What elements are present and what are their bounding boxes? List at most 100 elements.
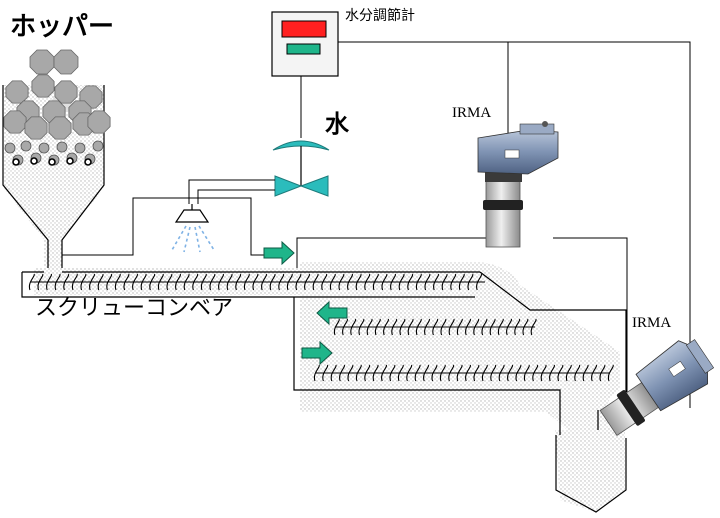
screw-flight-lower: [599, 364, 606, 382]
screw-flight-middle: [350, 318, 357, 336]
screw-flight-lower: [523, 364, 530, 382]
screw-flight-upper: [381, 273, 388, 291]
screw-flight-lower: [549, 364, 556, 382]
screw-flight-upper: [398, 273, 405, 291]
screw-flight-middle: [391, 318, 398, 336]
screw-flight-lower: [456, 364, 463, 382]
screw-flight-upper: [450, 273, 457, 291]
screw-flight-middle: [497, 318, 504, 336]
screw-flight-upper: [261, 273, 268, 291]
screw-flight-lower: [322, 364, 329, 382]
screw-flight-lower: [540, 364, 547, 382]
pebble: [56, 141, 68, 153]
pebble: [92, 140, 104, 152]
screw-flight-upper: [175, 273, 182, 291]
stone: [24, 116, 48, 140]
granule: [48, 158, 56, 166]
pebble: [4, 142, 16, 154]
screw-flight-upper: [106, 273, 113, 291]
screw-flight-upper: [46, 273, 53, 291]
screw-flight-upper: [123, 273, 130, 291]
screw-flight-upper: [243, 273, 250, 291]
screw-flight-upper: [278, 273, 285, 291]
screw-flight-upper: [329, 273, 336, 291]
screw-flight-lower: [582, 364, 589, 382]
screw-flight-lower: [414, 364, 421, 382]
screw-flight-middle: [374, 318, 381, 336]
screw-flight-upper: [286, 273, 293, 291]
screw-flight-lower: [481, 364, 488, 382]
screw-flight-lower: [313, 364, 320, 382]
screw-flight-lower: [515, 364, 522, 382]
screw-flight-middle: [522, 318, 529, 336]
screw-flight-lower: [591, 364, 598, 382]
screw-flight-lower: [339, 364, 346, 382]
screw-conveyor-label: スクリューコンベア: [35, 296, 234, 321]
stone: [31, 74, 55, 98]
granule: [84, 158, 92, 166]
spray-hood: [62, 197, 279, 256]
screw-flight-upper: [226, 273, 233, 291]
signal-lines: [300, 41, 691, 408]
moisture-meter: [271, 11, 339, 77]
screw-flight-middle: [473, 318, 480, 336]
screw-flight-lower: [397, 364, 404, 382]
screw-flight-lower: [389, 364, 396, 382]
screw-flight-lower: [406, 364, 413, 382]
screw-flight-upper: [252, 273, 259, 291]
screw-flight-lower: [607, 364, 614, 382]
screw-flight-middle: [383, 318, 390, 336]
screw-flight-upper: [235, 273, 242, 291]
irma-top-label: IRMA: [452, 105, 492, 121]
pebble: [20, 140, 32, 152]
screw-flight-upper: [200, 273, 207, 291]
screw-flight-upper: [132, 273, 139, 291]
screw-flight-lower: [372, 364, 379, 382]
screw-flight-upper: [269, 273, 276, 291]
screw-flight-upper: [355, 273, 362, 291]
screw-flight-lower: [465, 364, 472, 382]
screw-flight-upper: [304, 273, 311, 291]
screw-flight-upper: [364, 273, 371, 291]
screw-flight-lower: [423, 364, 430, 382]
screw-flight-lower: [557, 364, 564, 382]
screw-flight-upper: [183, 273, 190, 291]
screw-flight-upper: [372, 273, 379, 291]
screw-flight-upper: [209, 273, 216, 291]
screw-flight-upper: [157, 273, 164, 291]
screw-flight-middle: [481, 318, 488, 336]
pebble: [74, 142, 86, 154]
screw-flight-middle: [342, 318, 349, 336]
screw-flight-middle: [333, 318, 340, 336]
screw-flight-middle: [399, 318, 406, 336]
screw-flight-lower: [439, 364, 446, 382]
screw-flight-middle: [489, 318, 496, 336]
screw-flight-upper: [37, 273, 44, 291]
flow-arrow-icon: [263, 240, 348, 366]
hopper-material: [3, 49, 111, 166]
water-label: 水: [325, 110, 349, 138]
screw-flight-middle: [514, 318, 521, 336]
screw-flight-upper: [458, 273, 465, 291]
screw-flight-upper: [338, 273, 345, 291]
stone: [48, 116, 72, 140]
screw-flight-middle: [415, 318, 422, 336]
screw-flight-upper: [28, 273, 35, 291]
screw-flight-middle: [465, 318, 472, 336]
screw-flight-upper: [476, 273, 483, 291]
screw-flight-middle: [440, 318, 447, 336]
screw-flight-lower: [431, 364, 438, 382]
granule: [12, 158, 20, 166]
screw-flight-upper: [441, 273, 448, 291]
screw-flight-upper: [54, 273, 61, 291]
screw-flight-upper: [63, 273, 70, 291]
screw-flight-middle: [432, 318, 439, 336]
screw-flight-upper: [80, 273, 87, 291]
screw-flight-upper: [114, 273, 121, 291]
screw-flight-middle: [506, 318, 513, 336]
screw-flight-upper: [218, 273, 225, 291]
screw-spirals: [28, 273, 614, 382]
stone: [29, 49, 55, 75]
screw-flight-upper: [71, 273, 78, 291]
